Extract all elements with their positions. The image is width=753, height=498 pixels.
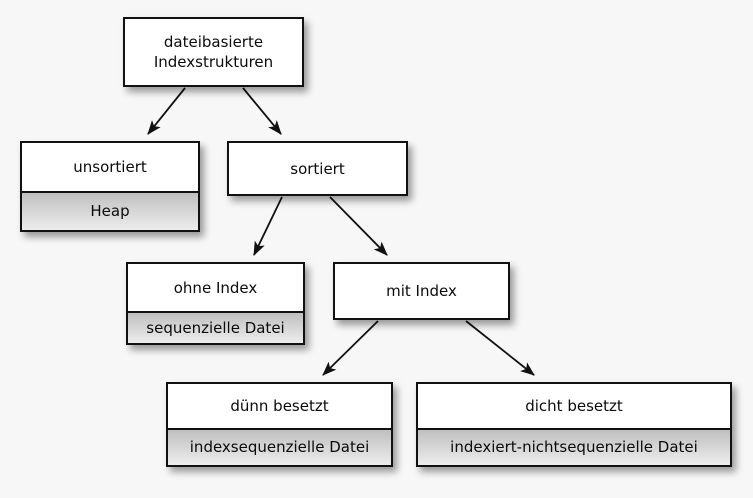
node-ohne-index-label: ohne Index xyxy=(128,264,303,313)
node-root[interactable]: dateibasierte Indexstrukturen xyxy=(123,17,304,87)
edge-root-to-unsortiert xyxy=(147,87,186,135)
node-unsortiert-label: unsortiert xyxy=(22,143,198,193)
edge-mit-index-to-dicht-besetzt xyxy=(465,320,535,376)
node-unsortiert-sublabel: Heap xyxy=(22,193,198,230)
node-unsortiert[interactable]: unsortiert Heap xyxy=(20,141,200,232)
node-duenn-besetzt-sublabel: indexsequenzielle Datei xyxy=(168,430,391,465)
node-sortiert[interactable]: sortiert xyxy=(227,141,408,196)
node-duenn-besetzt[interactable]: dünn besetzt indexsequenzielle Datei xyxy=(166,382,393,467)
node-duenn-besetzt-label: dünn besetzt xyxy=(168,384,391,430)
edge-sortiert-to-mit-index xyxy=(329,196,388,256)
edge-root-to-sortiert xyxy=(242,87,282,135)
node-root-label-line1: dateibasierte xyxy=(163,33,264,51)
node-root-label-line2: Indexstrukturen xyxy=(153,53,274,71)
node-mit-index-label: mit Index xyxy=(335,264,508,318)
node-ohne-index[interactable]: ohne Index sequenzielle Datei xyxy=(126,262,305,345)
node-mit-index[interactable]: mit Index xyxy=(333,262,510,320)
edge-mit-index-to-duenn-besetzt xyxy=(322,320,379,376)
node-dicht-besetzt-label: dicht besetzt xyxy=(418,384,730,430)
node-sortiert-label: sortiert xyxy=(229,143,406,194)
node-root-label: dateibasierte Indexstrukturen xyxy=(125,19,302,85)
node-dicht-besetzt-sublabel: indexiert-nichtsequenzielle Datei xyxy=(418,430,730,465)
edge-sortiert-to-ohne-index xyxy=(253,196,283,256)
node-dicht-besetzt[interactable]: dicht besetzt indexiert-nichtsequenziell… xyxy=(416,382,732,467)
node-ohne-index-sublabel: sequenzielle Datei xyxy=(128,313,303,343)
